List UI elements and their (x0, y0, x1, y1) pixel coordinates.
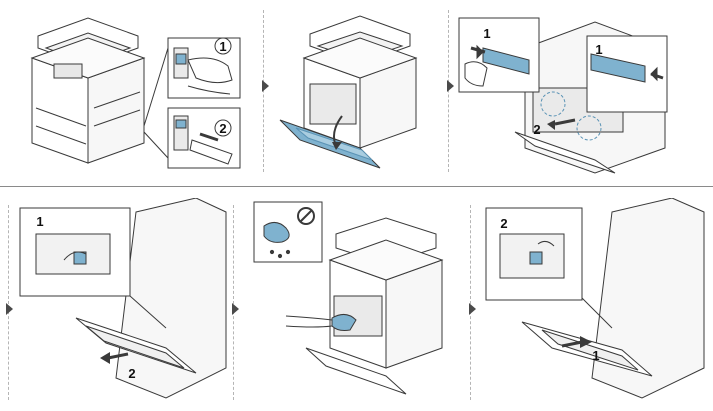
zoom-inset-bottom (143, 47, 241, 169)
next-step-arrow-icon (447, 80, 454, 92)
callout-label: 2 (128, 366, 135, 381)
row-divider (0, 186, 713, 187)
waste-toner-container-icon (590, 53, 646, 83)
callout-2: 2 (214, 119, 232, 137)
open-front-door-icon (279, 115, 381, 169)
next-step-arrow-icon (262, 80, 269, 92)
step-6-panel: 2 1 (485, 198, 705, 399)
callout-1: 1 (592, 348, 599, 363)
printer-icon (30, 17, 146, 164)
highlight-circle (540, 91, 566, 117)
no-wet-cloth-inset (253, 201, 323, 263)
zoom-inset-right (586, 35, 668, 113)
step-4-panel: 1 2 (19, 198, 227, 399)
step-2-panel (279, 15, 418, 169)
no-symbol-icon (297, 207, 315, 225)
callout-2: 2 (533, 122, 540, 137)
lever-icon (73, 251, 87, 265)
next-step-arrow-icon (6, 303, 13, 315)
printer-icon (75, 198, 227, 399)
callout-label: 1 (592, 348, 599, 363)
step-1-panel: 1 2 (30, 17, 241, 169)
power-cord-icon (187, 85, 231, 95)
wet-cloth-icon (263, 222, 290, 243)
callout-label: 1 (219, 39, 226, 54)
column-divider (233, 205, 234, 400)
next-step-arrow-icon (232, 303, 239, 315)
callout-label: 2 (533, 122, 540, 137)
zoom-inset-left (458, 17, 540, 93)
callout-label: 2 (219, 121, 226, 136)
callout-label: 1 (595, 42, 602, 57)
step-5-panel (253, 201, 444, 395)
column-divider (8, 205, 9, 400)
slide-out-arrow-icon (107, 352, 129, 360)
highlight-circle (576, 115, 602, 141)
zoom-inset (485, 207, 613, 329)
slide-out-arrow-icon (554, 118, 576, 126)
next-step-arrow-icon (469, 303, 476, 315)
waste-toner-container-icon (482, 47, 530, 75)
cloth-icon (331, 314, 357, 331)
slide-in-arrow-icon (561, 340, 583, 348)
callout-1: 1 (214, 37, 232, 55)
callout-2: 2 (128, 366, 135, 381)
callout-1-right: 1 (595, 42, 602, 57)
callout-1-left: 1 (483, 26, 490, 41)
power-switch-icon (189, 139, 233, 165)
callout-label: 2 (500, 216, 507, 231)
printer-icon (302, 15, 418, 149)
printer-icon (521, 198, 705, 399)
callout-label: 1 (483, 26, 490, 41)
step-3-panel: 1 1 2 (458, 17, 668, 174)
callout-2: 2 (500, 216, 507, 231)
column-divider (470, 205, 471, 400)
printer-icon (305, 217, 444, 395)
callout-label: 1 (36, 214, 43, 229)
callout-1: 1 (36, 214, 43, 229)
zoom-inset (19, 207, 167, 329)
lever-icon (529, 251, 543, 265)
hand-icon (464, 61, 488, 87)
hand-icon (187, 57, 233, 84)
